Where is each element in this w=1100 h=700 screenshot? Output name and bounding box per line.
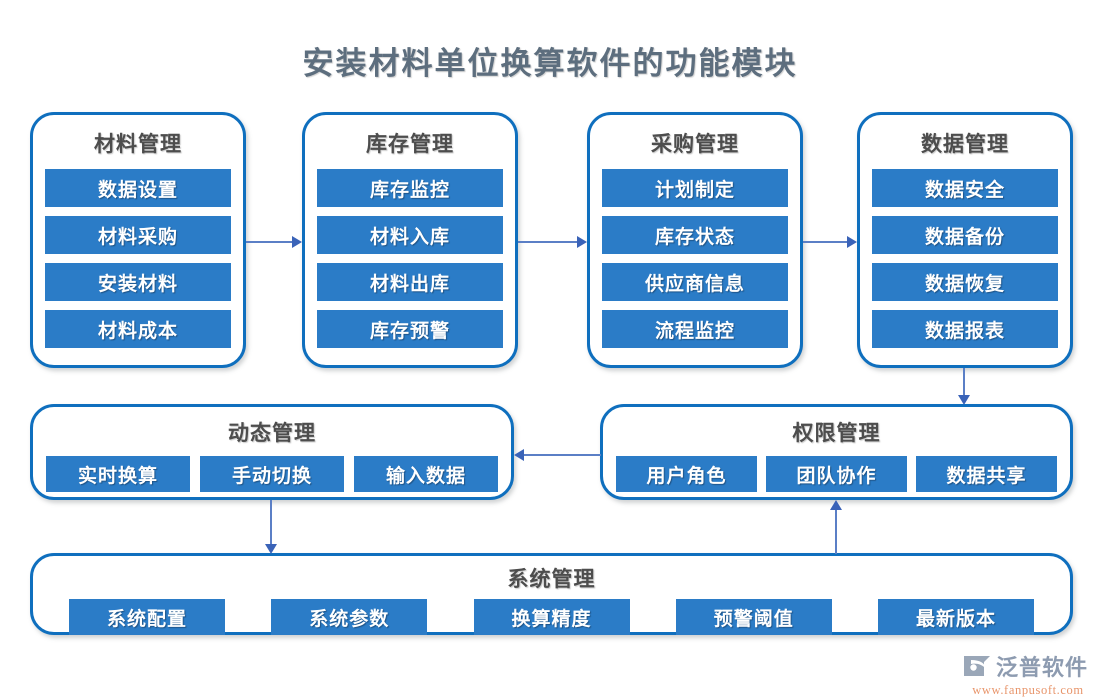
chip-stack: 数据安全 数据备份 数据恢复 数据报表 (860, 169, 1070, 348)
arrow-permission-to-dynamic (514, 443, 601, 467)
chip-item[interactable]: 材料采购 (45, 216, 231, 254)
chip-item[interactable]: 系统配置 (69, 599, 225, 635)
logo-url: www.fanpusoft.com (972, 683, 1084, 697)
chip-item[interactable]: 数据设置 (45, 169, 231, 207)
module-card-data[interactable]: 数据管理 数据安全 数据备份 数据恢复 数据报表 (857, 112, 1073, 368)
arrow-head-down-icon (958, 395, 970, 405)
arrow-system-to-permission (824, 500, 848, 554)
brand-logo: 泛普软件 www.fanpusoft.com (962, 650, 1094, 697)
chip-item[interactable]: 数据备份 (872, 216, 1058, 254)
chip-item[interactable]: 库存监控 (317, 169, 503, 207)
chip-item[interactable]: 材料入库 (317, 216, 503, 254)
chip-item[interactable]: 用户角色 (616, 456, 757, 492)
module-card-permission[interactable]: 权限管理 用户角色 团队协作 数据共享 (600, 404, 1073, 500)
arrow-line (835, 508, 837, 554)
module-card-inventory[interactable]: 库存管理 库存监控 材料入库 材料出库 库存预警 (302, 112, 518, 368)
chip-stack: 库存监控 材料入库 材料出库 库存预警 (305, 169, 515, 348)
module-card-system[interactable]: 系统管理 系统配置 系统参数 换算精度 预警阈值 最新版本 (30, 553, 1073, 635)
chip-item[interactable]: 输入数据 (354, 456, 498, 492)
arrow-material-to-inventory (246, 230, 302, 254)
module-card-dynamic[interactable]: 动态管理 实时换算 手动切换 输入数据 (30, 404, 514, 500)
arrow-head-left-icon (514, 449, 524, 461)
arrow-head-right-icon (292, 236, 302, 248)
chip-item[interactable]: 数据安全 (872, 169, 1058, 207)
card-title: 材料管理 (94, 132, 182, 156)
arrow-dynamic-to-system (259, 500, 283, 554)
chip-row: 实时换算 手动切换 输入数据 (33, 456, 511, 492)
chip-item[interactable]: 换算精度 (473, 599, 630, 635)
arrow-data-to-permission (952, 368, 976, 405)
arrow-line (518, 241, 579, 243)
module-card-material[interactable]: 材料管理 数据设置 材料采购 安装材料 材料成本 (30, 112, 246, 368)
chip-item[interactable]: 供应商信息 (602, 263, 788, 301)
chip-row: 系统配置 系统参数 换算精度 预警阈值 最新版本 (33, 599, 1070, 635)
chip-item[interactable]: 安装材料 (45, 263, 231, 301)
chip-item[interactable]: 预警阈值 (675, 599, 832, 635)
chip-item[interactable]: 数据报表 (872, 310, 1058, 348)
chip-item[interactable]: 计划制定 (602, 169, 788, 207)
chip-item[interactable]: 数据恢复 (872, 263, 1058, 301)
arrow-head-right-icon (577, 236, 587, 248)
arrow-head-right-icon (847, 236, 857, 248)
chip-item[interactable]: 最新版本 (878, 599, 1034, 635)
chip-item[interactable]: 材料成本 (45, 310, 231, 348)
card-title: 动态管理 (228, 421, 316, 445)
chip-item[interactable]: 手动切换 (200, 456, 344, 492)
chip-stack: 计划制定 库存状态 供应商信息 流程监控 (590, 169, 800, 348)
arrow-head-up-icon (830, 500, 842, 510)
arrow-head-down-icon (265, 544, 277, 554)
arrow-procurement-to-data (803, 230, 857, 254)
module-card-procurement[interactable]: 采购管理 计划制定 库存状态 供应商信息 流程监控 (587, 112, 803, 368)
chip-item[interactable]: 数据共享 (916, 456, 1057, 492)
arrow-line (963, 368, 965, 397)
chip-item[interactable]: 实时换算 (46, 456, 190, 492)
arrow-line (246, 241, 294, 243)
chip-item[interactable]: 流程监控 (602, 310, 788, 348)
chip-item[interactable]: 团队协作 (766, 456, 907, 492)
card-title: 权限管理 (792, 421, 881, 445)
card-title: 库存管理 (366, 132, 454, 156)
card-title: 系统管理 (507, 567, 596, 591)
arrow-line (522, 454, 601, 456)
arrow-inventory-to-procurement (518, 230, 587, 254)
chip-item[interactable]: 材料出库 (317, 263, 503, 301)
logo-wordmark: 泛普软件 (996, 655, 1089, 680)
page-title: 安装材料单位换算软件的功能模块 (302, 46, 798, 81)
chip-row: 用户角色 团队协作 数据共享 (603, 456, 1070, 492)
fanpu-logo-icon (962, 653, 992, 679)
chip-stack: 数据设置 材料采购 安装材料 材料成本 (33, 169, 243, 348)
arrow-line (803, 241, 849, 243)
chip-item[interactable]: 库存预警 (317, 310, 503, 348)
chip-item[interactable]: 库存状态 (602, 216, 788, 254)
logo-row: 泛普软件 (962, 650, 1094, 682)
arrow-line (270, 500, 272, 546)
card-title: 采购管理 (651, 132, 739, 156)
chip-item[interactable]: 系统参数 (271, 599, 428, 635)
card-title: 数据管理 (921, 132, 1009, 156)
